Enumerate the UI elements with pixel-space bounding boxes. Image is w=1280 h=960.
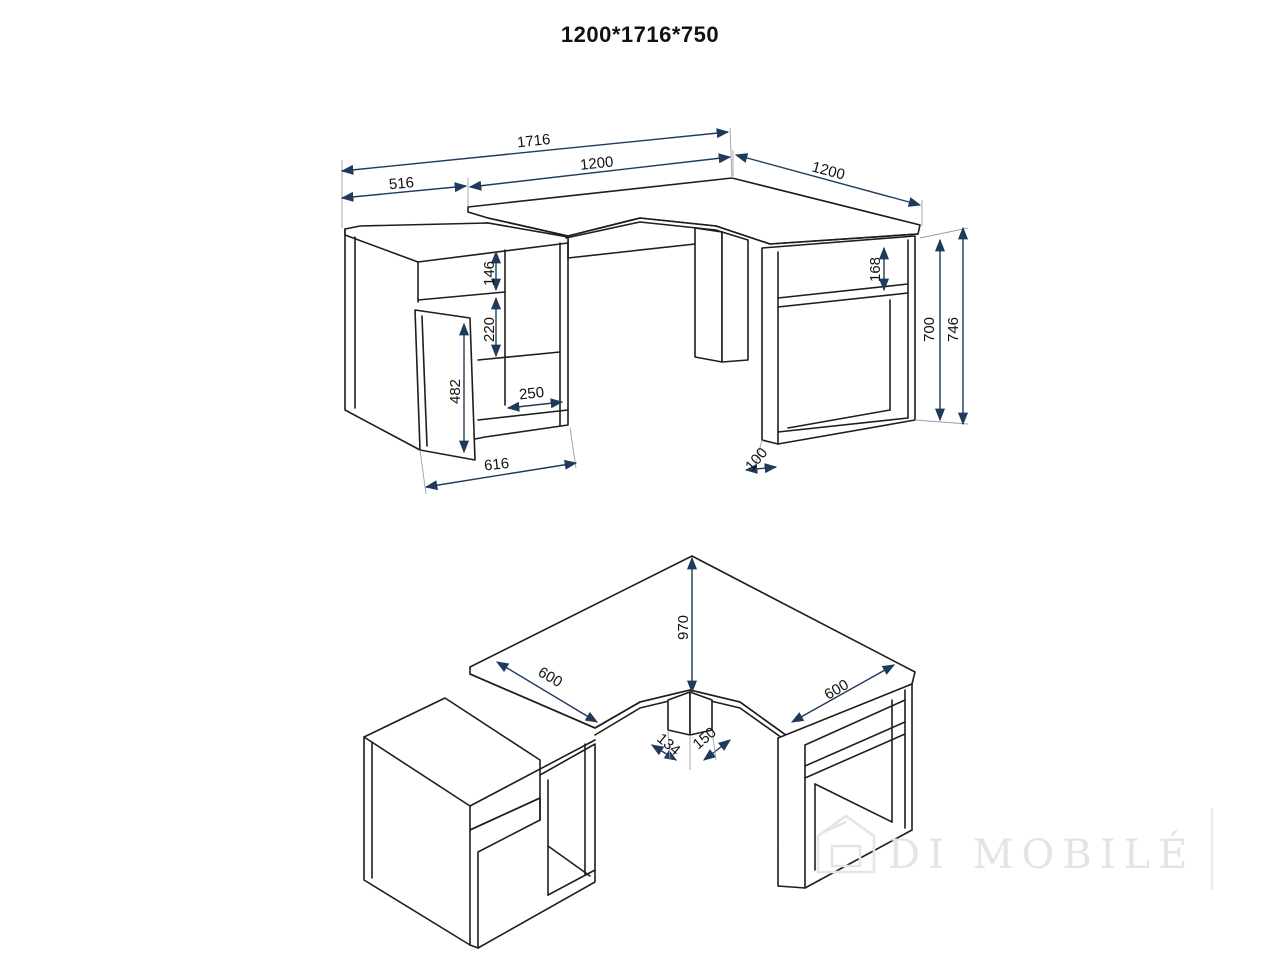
house-logo-icon: [816, 814, 876, 874]
dim-door-height: 482: [447, 379, 464, 404]
watermark: DI MOBILÉ: [816, 808, 1213, 890]
dim-overall-width: 1716: [516, 131, 551, 151]
dim-shelf-depth: 250: [518, 384, 545, 404]
dim-top-width: 1200: [579, 153, 614, 173]
dim-return-length: 1200: [810, 159, 847, 184]
dim-drawer-height: 168: [867, 257, 884, 282]
dim-diagonal-depth: 970: [675, 615, 692, 640]
left-cabinet-lower: [363, 697, 596, 949]
dim-unit-depth: 616: [483, 455, 510, 475]
right-pedestal-lower: [777, 683, 913, 889]
right-pedestal: [761, 235, 916, 445]
left-cabinet: [344, 222, 569, 461]
center-leg: [567, 227, 749, 363]
dim-total-height: 746: [945, 317, 962, 342]
dim-shelf-gap: 220: [481, 317, 498, 342]
dimension-arrows: [340, 128, 969, 491]
dim-niche-height: 146: [481, 261, 498, 286]
watermark-brand: DI MOBILÉ: [888, 831, 1195, 878]
dimension-arrows-lower: [495, 556, 896, 770]
dim-leg-height: 700: [921, 317, 938, 342]
dim-cutout-left: 134: [653, 730, 683, 759]
dim-side-unit-width: 516: [388, 174, 414, 193]
top-view: 1716 1200 1200 516 146 220 482 250 616 1…: [340, 127, 969, 495]
dimension-labels: 1716 1200 1200 516 146 220 482 250 616 1…: [388, 131, 962, 475]
center-leg-lower: [667, 691, 713, 736]
page-title: 1200*1716*750: [560, 22, 720, 47]
bottom-view: 600 970 600 134 150: [363, 555, 916, 949]
table-top: [467, 177, 921, 245]
